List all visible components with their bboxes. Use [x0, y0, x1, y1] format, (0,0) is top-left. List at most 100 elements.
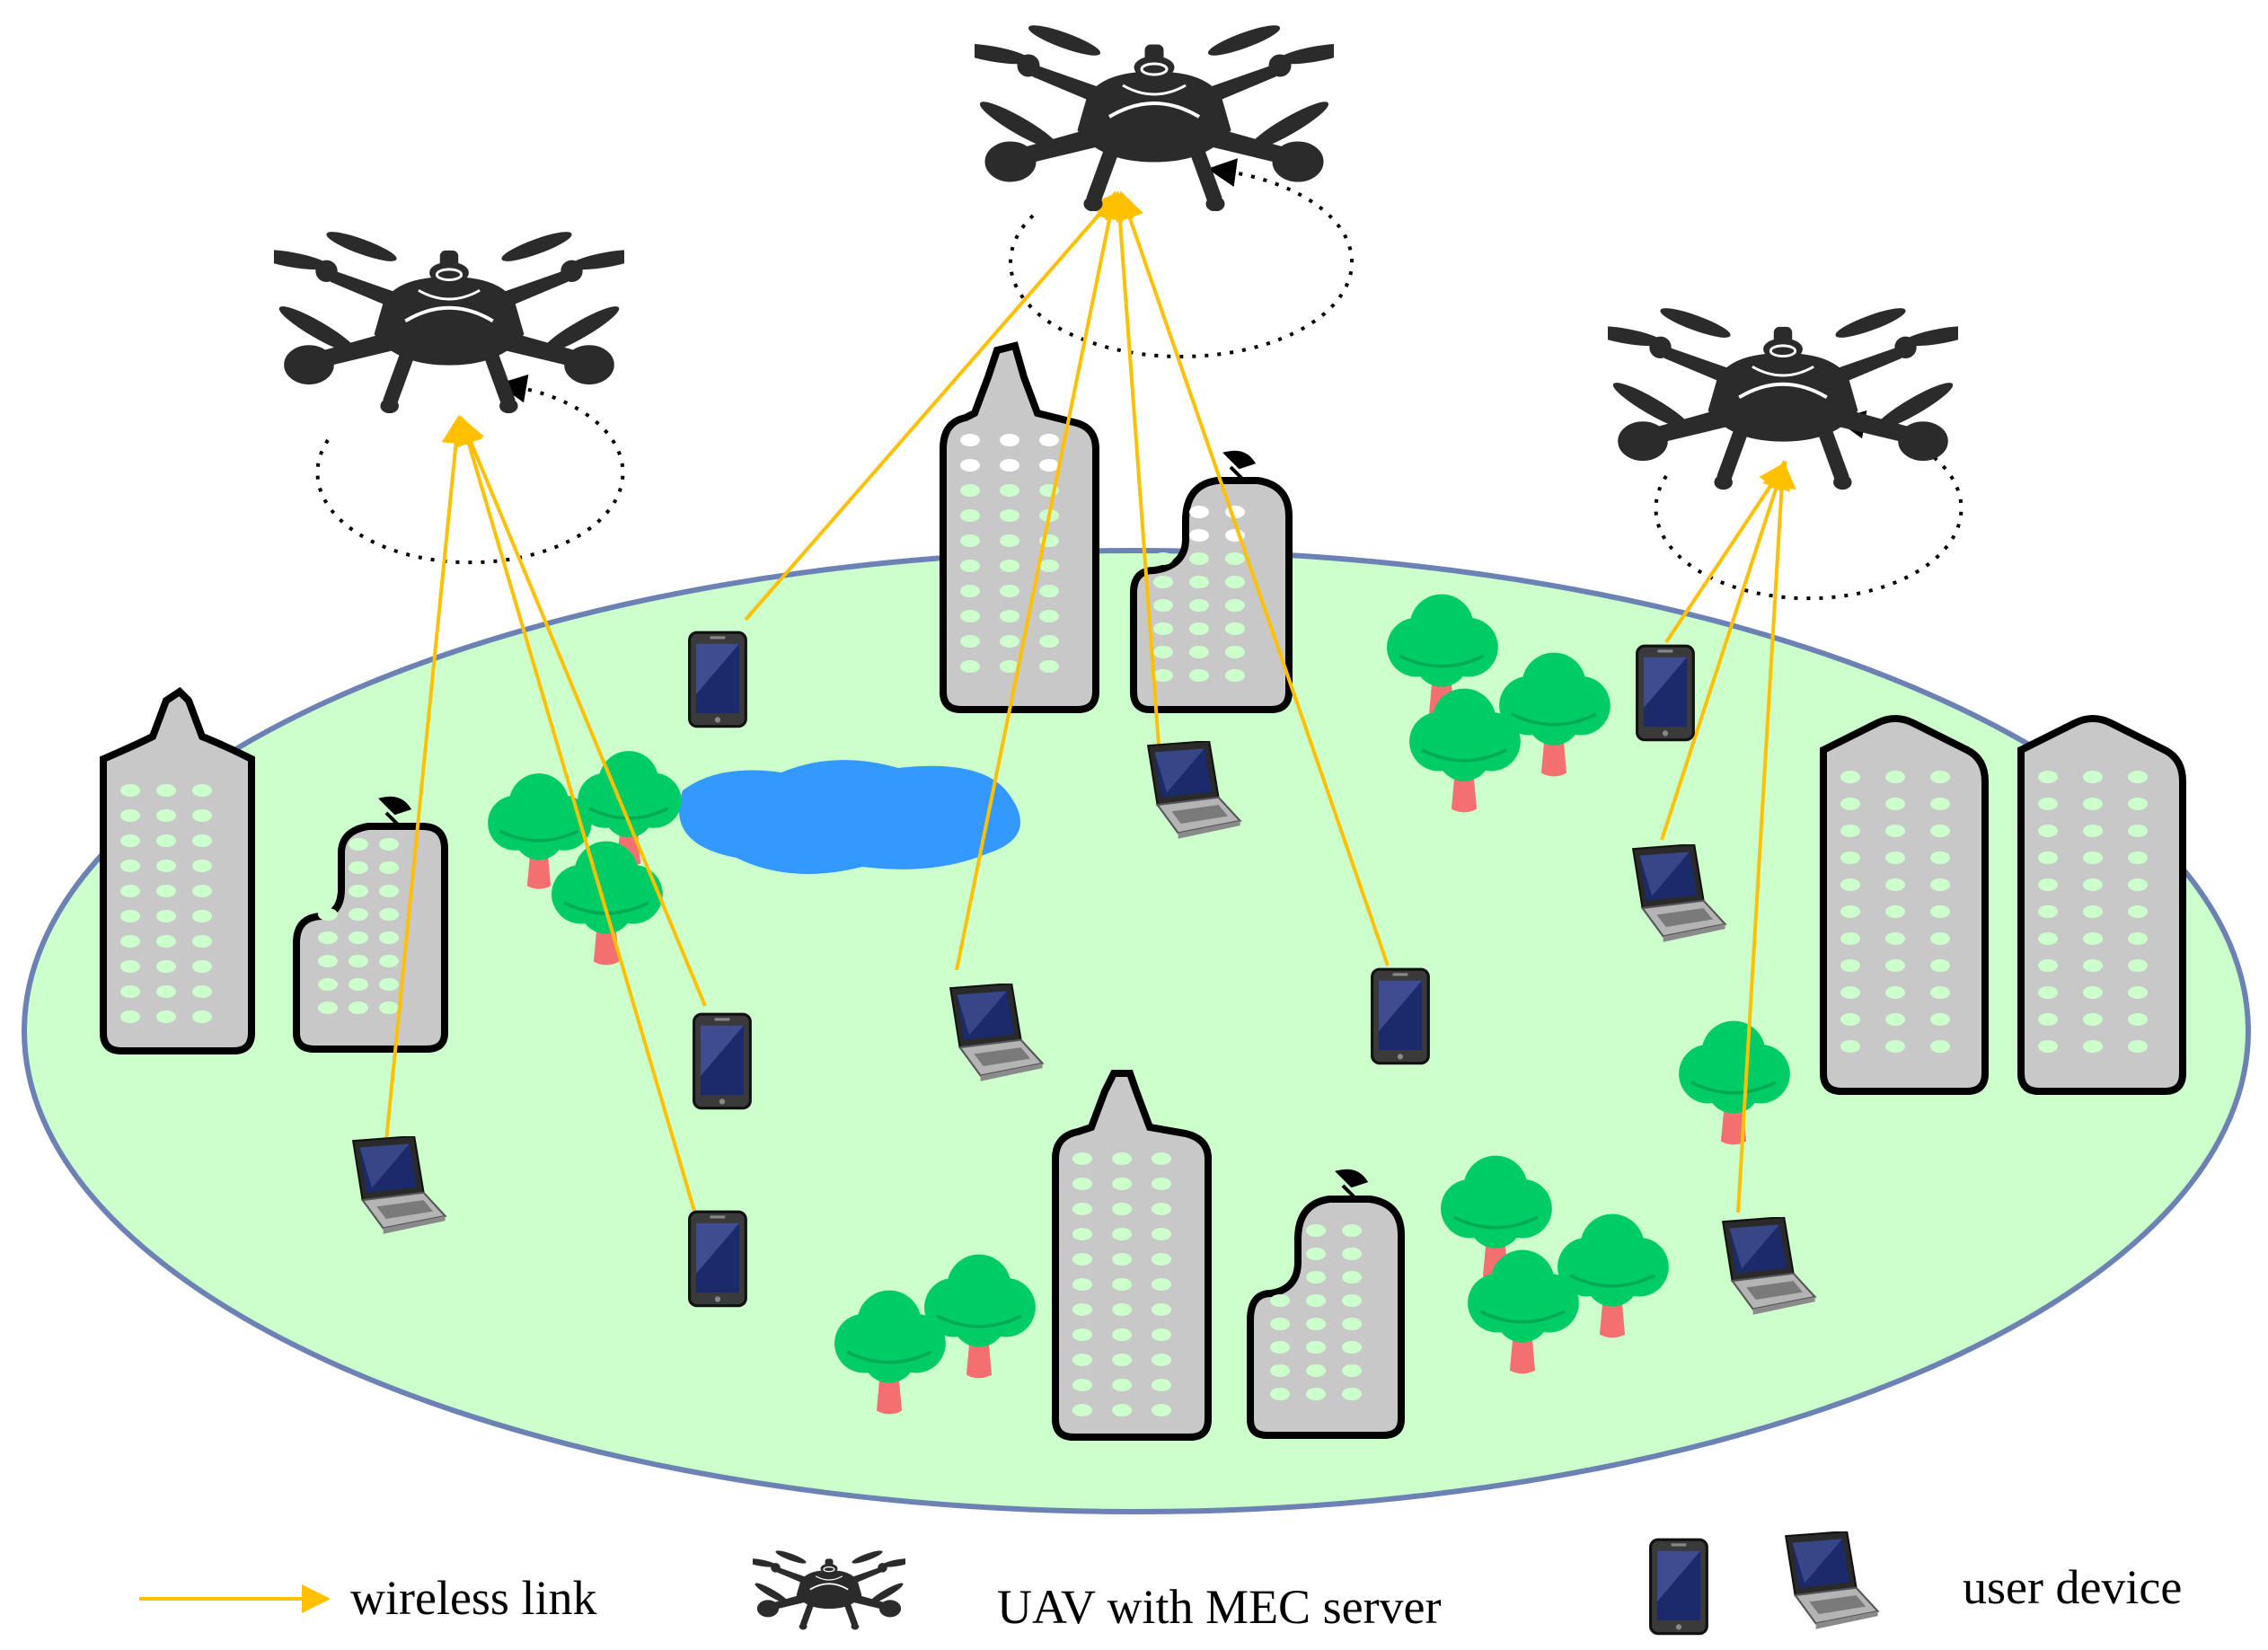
- window-icon: [1189, 669, 1209, 682]
- window-icon: [1152, 1404, 1171, 1416]
- window-icon: [1342, 1294, 1362, 1307]
- window-icon: [1153, 622, 1173, 635]
- window-icon: [2083, 932, 2103, 945]
- window-icon: [1189, 622, 1209, 635]
- window-icon: [1112, 1278, 1132, 1291]
- window-icon: [1039, 610, 1059, 622]
- window-icon: [960, 459, 980, 472]
- window-icon: [192, 885, 212, 897]
- window-icon: [1270, 1248, 1290, 1260]
- window-icon: [2038, 959, 2058, 972]
- window-icon: [2128, 959, 2148, 972]
- window-icon: [156, 985, 176, 998]
- window-icon: [1930, 771, 1950, 783]
- window-icon: [1112, 1303, 1132, 1316]
- window-icon: [1225, 599, 1245, 612]
- window-icon: [1225, 646, 1245, 658]
- smartphone-icon: [1648, 1538, 1709, 1636]
- window-icon: [1112, 1354, 1132, 1366]
- window-icon: [156, 809, 176, 822]
- window-icon: [349, 955, 368, 967]
- window-icon: [1225, 552, 1245, 565]
- window-icon: [192, 910, 212, 922]
- window-icon: [1153, 599, 1173, 612]
- window-icon: [2038, 798, 2058, 810]
- window-icon: [2128, 1013, 2148, 1026]
- window-icon: [1885, 905, 1905, 918]
- window-icon: [349, 838, 368, 851]
- window-icon: [1840, 825, 1860, 837]
- window-icon: [1306, 1294, 1326, 1307]
- window-icon: [1189, 552, 1209, 565]
- window-icon: [1000, 484, 1019, 497]
- window-icon: [2038, 932, 2058, 945]
- window-icon: [1000, 660, 1019, 673]
- drone-icon: [274, 225, 624, 413]
- window-icon: [2038, 851, 2058, 864]
- window-icon: [192, 809, 212, 822]
- legend-wireless-link-label: wireless link: [350, 1571, 597, 1625]
- window-icon: [1270, 1271, 1290, 1284]
- window-icon: [1840, 905, 1860, 918]
- window-icon: [1153, 646, 1173, 658]
- window-icon: [1306, 1224, 1326, 1237]
- window-icon: [2038, 878, 2058, 891]
- drone-icon: [1608, 302, 1958, 490]
- window-icon: [1840, 932, 1860, 945]
- window-icon: [1153, 576, 1173, 588]
- legend: [139, 1531, 1879, 1636]
- window-icon: [120, 885, 140, 897]
- window-icon: [1039, 660, 1059, 673]
- window-icon: [960, 635, 980, 648]
- window-icon: [1072, 1253, 1092, 1266]
- lake-icon: [679, 760, 1020, 874]
- window-icon: [192, 960, 212, 973]
- window-icon: [1039, 459, 1059, 472]
- window-icon: [2083, 851, 2103, 864]
- window-icon: [1112, 1328, 1132, 1341]
- window-icon: [960, 509, 980, 522]
- window-icon: [349, 978, 368, 991]
- window-icon: [1306, 1388, 1326, 1400]
- window-icon: [1152, 1328, 1171, 1341]
- window-icon: [1189, 599, 1209, 612]
- window-icon: [1153, 669, 1173, 682]
- window-icon: [1189, 529, 1209, 542]
- window-icon: [1072, 1303, 1092, 1316]
- window-icon: [120, 960, 140, 973]
- window-icon: [1112, 1379, 1132, 1391]
- window-icon: [1072, 1328, 1092, 1341]
- window-icon: [1930, 1040, 1950, 1053]
- window-icon: [1072, 1228, 1092, 1240]
- window-icon: [120, 910, 140, 922]
- window-icon: [1000, 459, 1019, 472]
- drone-icon: [753, 1548, 905, 1630]
- window-icon: [1225, 576, 1245, 588]
- window-icon: [1840, 1013, 1860, 1026]
- window-icon: [960, 610, 980, 622]
- window-icon: [379, 978, 399, 991]
- window-icon: [1152, 1354, 1171, 1366]
- building-windows: [120, 434, 2148, 1416]
- window-icon: [379, 885, 399, 897]
- window-icon: [156, 1010, 176, 1023]
- window-icon: [1270, 1388, 1290, 1400]
- window-icon: [379, 838, 399, 851]
- window-icon: [156, 910, 176, 922]
- window-icon: [156, 860, 176, 872]
- window-icon: [1189, 576, 1209, 588]
- window-icon: [1072, 1379, 1092, 1391]
- window-icon: [1930, 905, 1950, 918]
- window-icon: [1885, 932, 1905, 945]
- window-icon: [1342, 1224, 1362, 1237]
- window-icon: [2083, 798, 2103, 810]
- window-icon: [2083, 825, 2103, 837]
- window-icon: [1072, 1354, 1092, 1366]
- window-icon: [1885, 986, 1905, 999]
- window-icon: [349, 931, 368, 944]
- window-icon: [1342, 1271, 1362, 1284]
- window-icon: [960, 484, 980, 497]
- window-icon: [2128, 986, 2148, 999]
- window-icon: [192, 1010, 212, 1023]
- window-icon: [156, 885, 176, 897]
